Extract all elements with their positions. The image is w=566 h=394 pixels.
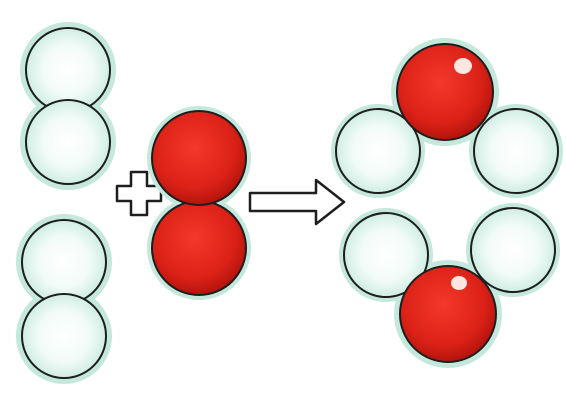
hydrogen-atom bbox=[25, 99, 111, 185]
hydrogen-atom bbox=[21, 219, 107, 305]
hydrogen-atom bbox=[343, 212, 429, 298]
hydrogen-atom bbox=[470, 207, 556, 293]
hydrogen-atom bbox=[335, 108, 421, 194]
hydrogen-molecule-top bbox=[20, 22, 116, 190]
oxygen-highlight bbox=[451, 276, 467, 290]
oxygen-atom bbox=[151, 200, 247, 296]
oxygen-atom bbox=[396, 43, 494, 141]
hydrogen-atom bbox=[473, 108, 559, 194]
oxygen-molecule bbox=[147, 106, 251, 300]
hydrogen-atom bbox=[21, 293, 107, 379]
hydrogen-molecule-bottom bbox=[16, 214, 112, 384]
arrow-right-icon bbox=[248, 178, 346, 226]
water-molecule-bottom bbox=[339, 203, 560, 368]
oxygen-atom bbox=[151, 110, 247, 206]
plus-icon bbox=[115, 170, 163, 217]
oxygen-highlight bbox=[454, 58, 472, 74]
water-molecule-top bbox=[331, 38, 563, 198]
oxygen-atom bbox=[399, 265, 497, 363]
